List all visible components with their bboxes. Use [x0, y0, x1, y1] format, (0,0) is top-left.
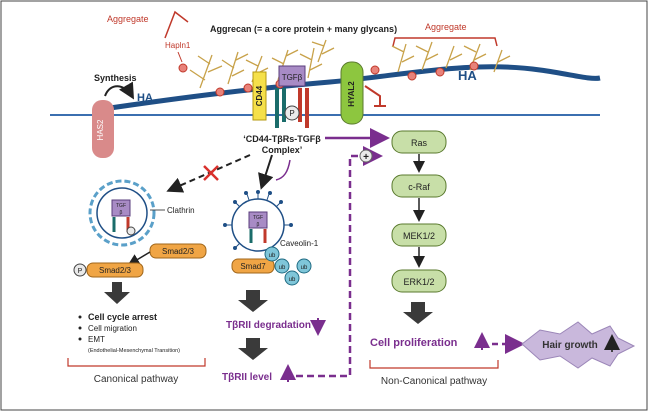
smad23-box-right — [149, 243, 207, 259]
ub-label-3: ub — [289, 277, 296, 283]
outcome-emt-note: (Endothelial-Mesenchymal Transition) — [88, 348, 180, 354]
canonical-bracket — [67, 358, 206, 367]
ub-label-1: ub — [269, 253, 276, 259]
cascade-label-erk: ERK1/2 — [403, 277, 434, 287]
smad23-box-left — [86, 262, 144, 278]
aggregate-left-label: Aggregate — [107, 14, 149, 24]
cd44-receptor — [252, 71, 267, 121]
has2-protein — [92, 100, 114, 158]
caveolin-purple-curve — [275, 159, 291, 181]
phospho-marker — [284, 105, 300, 121]
cascade-label-mek: MEK1/2 — [403, 231, 435, 241]
caveolin-path-arrow — [258, 154, 274, 190]
outcome-bullets — [78, 315, 82, 341]
ub-label-2: ub — [279, 265, 286, 271]
hyal2-label: HYAL2 — [347, 81, 356, 107]
has2-label: HAS2 — [96, 119, 105, 140]
smad23-left-label: Smad2/3 — [99, 266, 132, 275]
cascade-box-ras — [391, 130, 447, 154]
cascade-box-mek — [391, 223, 447, 247]
smad-phospho-circle — [73, 263, 87, 277]
aggrecan-glycans-right — [311, 39, 511, 73]
cascade-label-craf: c-Raf — [408, 182, 430, 192]
tgfb-receptor-pair — [275, 88, 309, 128]
aggregate-right-bracket — [392, 37, 498, 47]
smad7-label: Smad7 — [240, 262, 266, 271]
ha-chain — [109, 64, 601, 111]
plus-label: + — [363, 152, 369, 163]
cd44-label: CD44 — [255, 85, 264, 106]
cascade-label-ras: Ras — [411, 138, 428, 148]
hyal2-inhibit-line — [364, 85, 381, 106]
down-block-arrow-proliferation — [403, 302, 433, 324]
ub-label-4: ub — [301, 265, 308, 271]
complex-label-line1: ‘CD44-TβRs-TGFβ — [243, 134, 321, 144]
caveolin-tgf-label: TGF — [253, 215, 263, 221]
cell-proliferation-label: Cell proliferation — [370, 337, 458, 349]
hapln1-spheres — [178, 61, 479, 97]
down-block-arrow-degradation — [238, 290, 268, 312]
mapk-cascade: Ras c-Raf MEK1/2 ERK1/2 — [391, 130, 447, 293]
hair-growth-star — [521, 321, 636, 369]
clathrin-beta-label: β — [120, 210, 123, 216]
hair-growth-label: Hair growth — [542, 340, 598, 351]
tbrii-level-label: TβRII level — [222, 372, 272, 383]
aggregate-left-bracket — [164, 10, 189, 39]
tgfb-top-label: TGFβ — [282, 73, 303, 82]
synthesis-arrow — [104, 81, 135, 100]
clathrin-label: Clathrin — [167, 206, 195, 215]
down-block-arrow-canonical — [104, 282, 130, 304]
smad-phospho-label: P — [78, 268, 83, 275]
cascade-box-craf — [391, 174, 447, 198]
tbrii-degradation-label: TβRII degradation — [226, 320, 311, 331]
complex-label-line2: Complex’ — [262, 145, 303, 155]
aggrecan-label: Aggrecan (= a core protein + many glycan… — [210, 24, 397, 34]
outcome-cell-cycle: Cell cycle arrest — [88, 312, 157, 322]
non-canonical-bracket — [369, 360, 499, 369]
clathrin-vesicle — [88, 179, 156, 247]
caveolin-vesicle — [223, 190, 293, 252]
tgfb-ligand-top — [278, 65, 306, 87]
hapln1-pointer — [177, 51, 183, 63]
hapln1-label: Hapln1 — [165, 41, 191, 50]
smad-phospho-arrow — [127, 251, 151, 266]
cascade-box-erk — [391, 269, 447, 293]
synthesis-label: Synthesis — [94, 73, 137, 83]
non-canonical-label: Non-Canonical pathway — [381, 376, 487, 387]
clathrin-tgf-label: TGF — [116, 203, 126, 209]
down-block-arrow-level — [238, 338, 268, 360]
ubiquitin-chain — [264, 246, 312, 286]
aggregate-right-label: Aggregate — [425, 22, 467, 32]
smad7-box — [231, 258, 275, 274]
blocked-x-icon — [203, 165, 219, 181]
caveolin-label: Caveolin-1 — [280, 239, 319, 248]
canonical-label: Canonical pathway — [94, 374, 179, 385]
smad23-right-label: Smad2/3 — [162, 247, 195, 256]
outcome-migration: Cell migration — [88, 324, 137, 333]
outcome-emt: EMT — [88, 335, 105, 344]
hyal2-protein — [340, 61, 364, 125]
phospho-label: P — [289, 109, 294, 118]
plus-circle — [359, 149, 373, 163]
caveolin-beta-label: β — [257, 222, 260, 228]
ha-left-label: HA — [137, 92, 153, 104]
ha-right-label: HA — [458, 68, 477, 83]
